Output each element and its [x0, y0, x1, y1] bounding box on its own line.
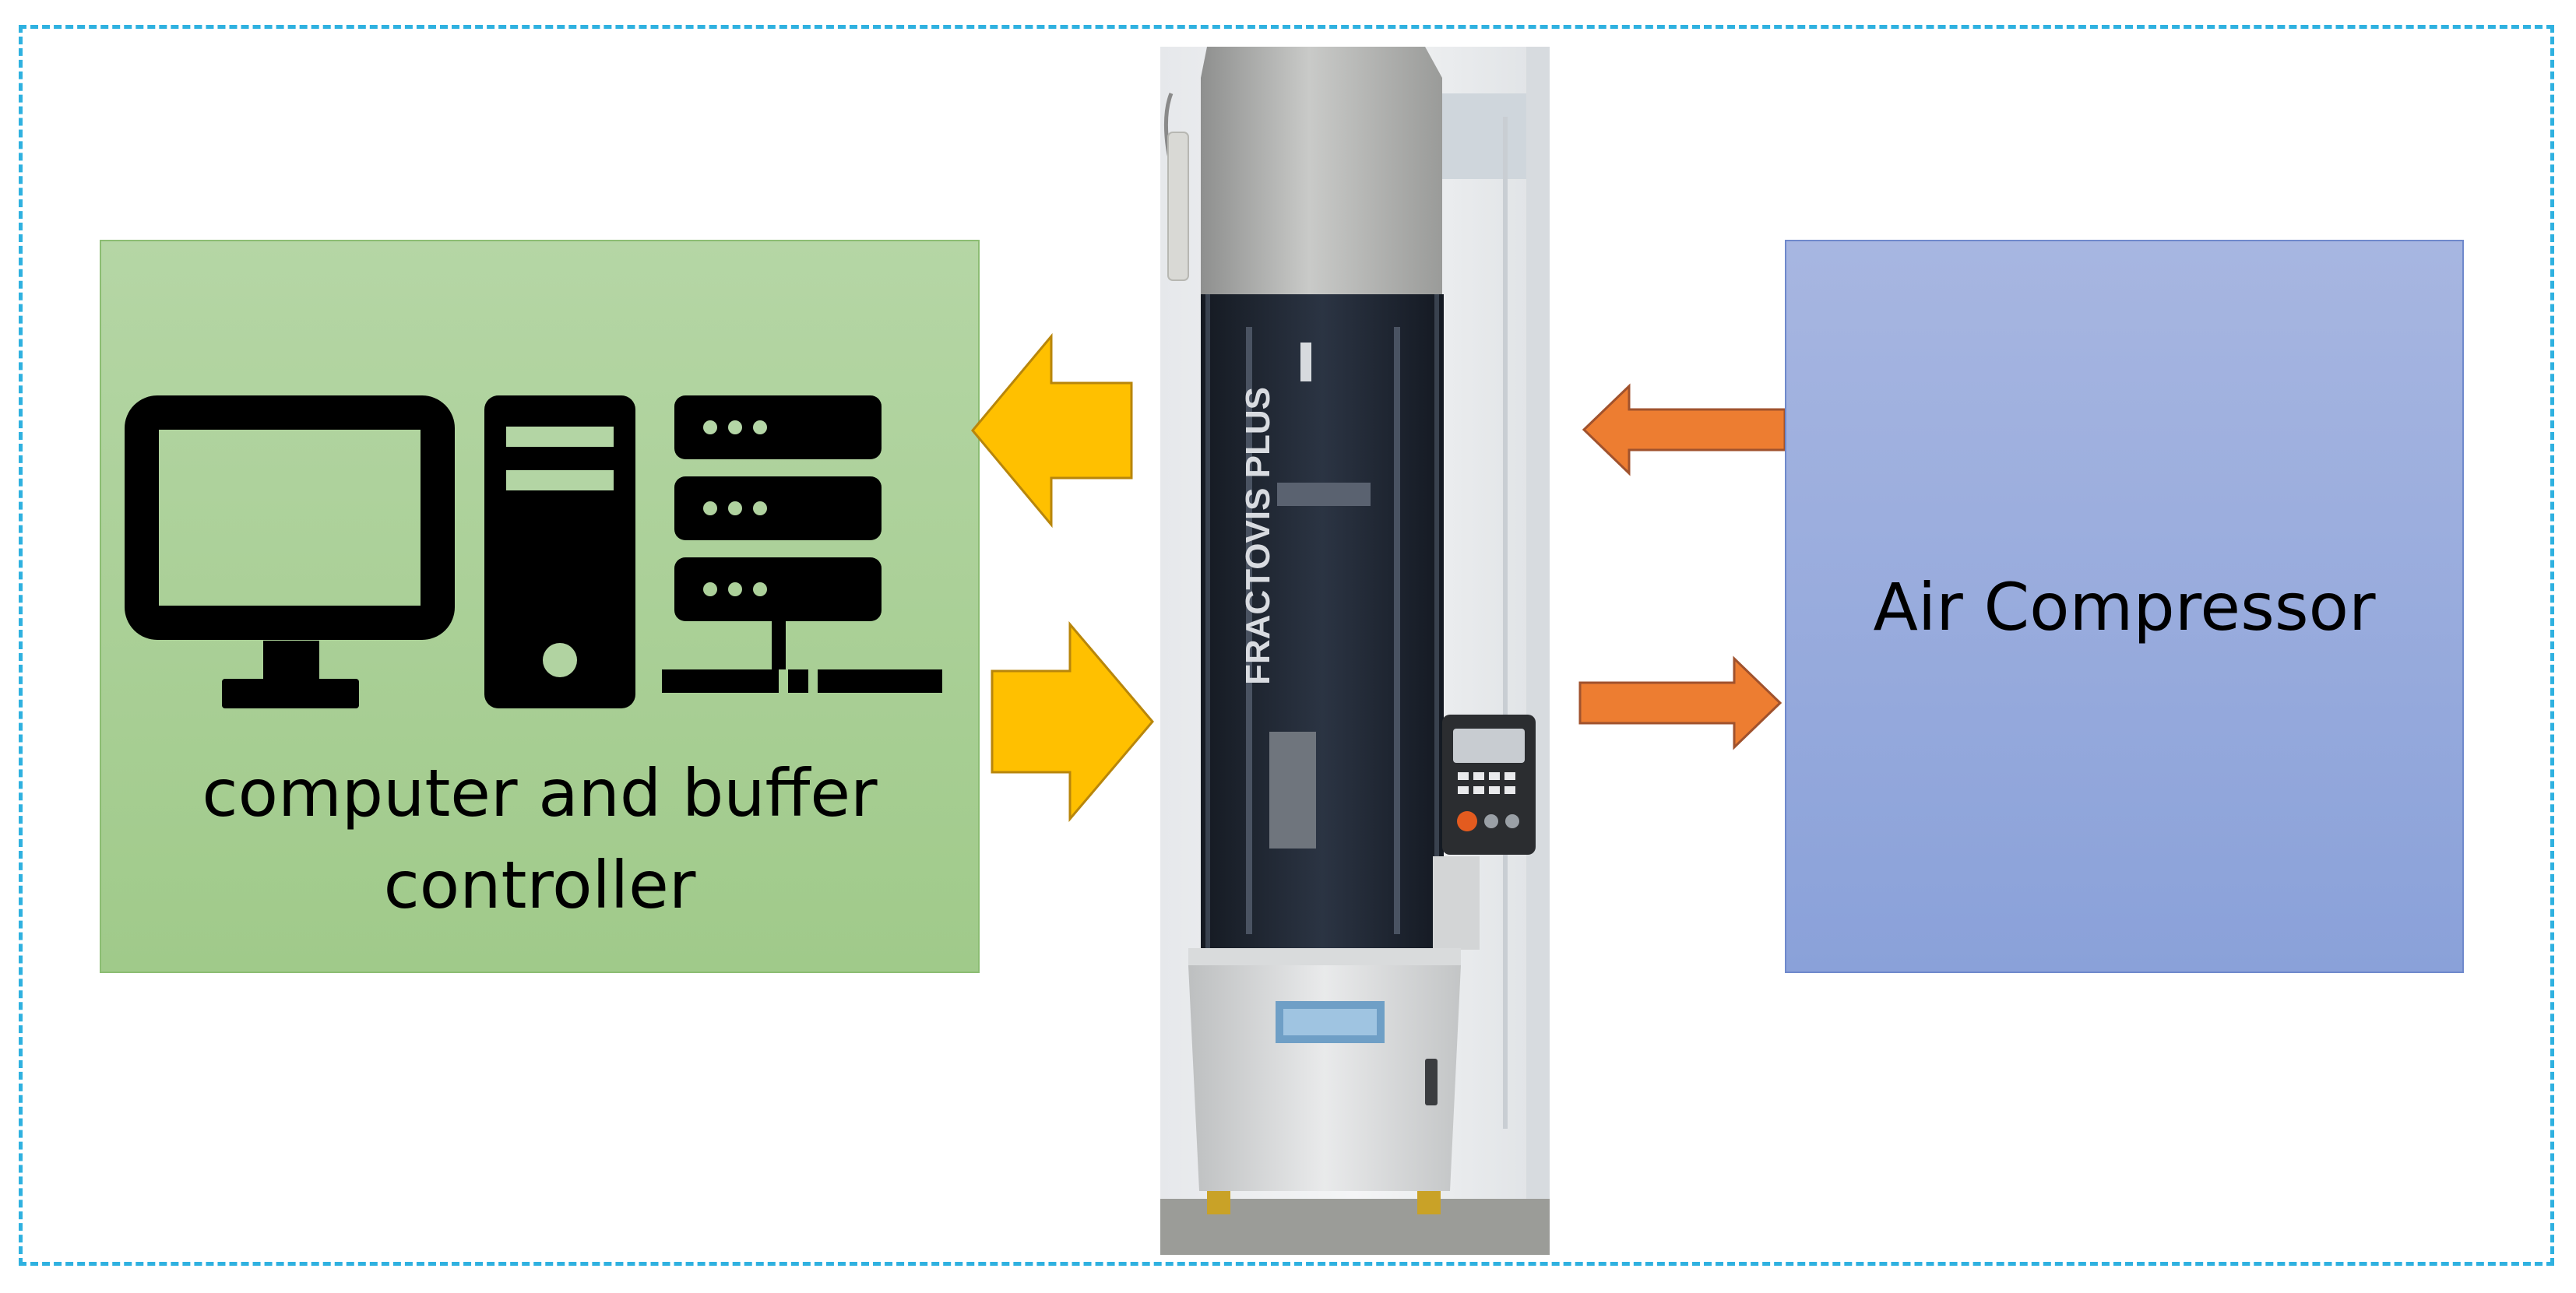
computer-controller-label: computer and buffer controller [101, 747, 978, 931]
data-arrow-left [971, 333, 1133, 528]
machine-brand-text: FRACTOVIS PLUS [1239, 387, 1277, 685]
computer-icons [125, 395, 942, 708]
air-arrow-left [1582, 383, 1786, 476]
tower-pc-icon [484, 395, 635, 708]
server-stack-icon [662, 395, 942, 693]
air-arrow-right [1578, 655, 1782, 750]
dashed-frame [19, 25, 2554, 1266]
data-arrow-right [991, 621, 1154, 822]
air-compressor-label: Air Compressor [1873, 569, 2376, 645]
monitor-icon [125, 395, 455, 708]
computer-label-line-2: controller [383, 847, 696, 923]
computer-label-line-1: computer and buffer [202, 755, 878, 831]
air-compressor-box: Air Compressor [1785, 240, 2464, 973]
fractovis-machine-photo: FRACTOVIS PLUS [1160, 47, 1550, 1255]
